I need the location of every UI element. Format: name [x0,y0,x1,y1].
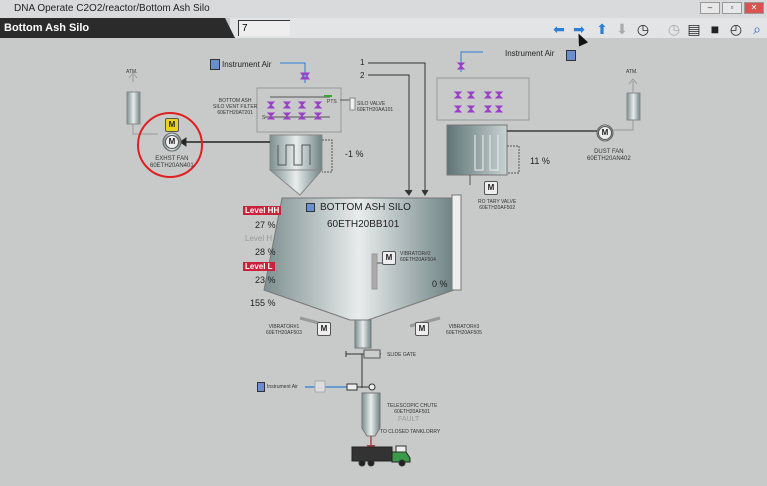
pts-label: PTS [327,99,337,105]
camera-icon[interactable]: ■ [710,21,720,37]
exhaust-fan-motor[interactable]: M [165,135,179,149]
page-number-input[interactable] [238,20,290,36]
up-arrow-icon[interactable]: ⬆ [596,21,608,37]
vibrator3-motor[interactable]: M [415,322,429,336]
instrument-air-icon[interactable] [210,59,220,70]
level-l-alarm: Level L [243,262,275,271]
level-h-label: Level H [245,234,273,243]
dust-fan-motor[interactable]: M [598,126,612,140]
window-title: DNA Operate C2O2/reactor/Bottom Ash Silo [0,0,767,18]
process-diagram [126,51,641,467]
minimize-button[interactable]: – [700,2,720,14]
atm-left-label: ATM. [126,69,138,75]
dust-filter-dp-value: 11 % [530,156,550,166]
forward-arrow-icon[interactable]: ➡ [573,21,585,37]
vibrator1-motor[interactable]: M [317,322,331,336]
vibrator2-motor[interactable]: M [382,251,396,265]
down-arrow-icon[interactable]: ⬇ [616,21,628,37]
s-label: S [262,115,266,121]
level-h-value: 28 % [255,247,276,257]
header-bar [230,18,767,38]
maximize-button[interactable]: ▫ [722,2,742,14]
silo-faceplate-icon[interactable] [306,203,315,212]
search-icon[interactable]: ⌕ [753,21,761,37]
atm-right-label: ATM. [626,69,638,75]
rotary-valve-motor[interactable]: M [484,181,498,195]
silo-name: BOTTOM ASH SILO [320,202,411,213]
instrument-air-right-label: Instrument Air [505,49,555,58]
extra-value: 155 % [250,298,276,308]
alarm-clock-icon[interactable]: ◴ [729,21,743,37]
instrument-air-right-icon[interactable] [566,50,576,61]
level-hh-value: 27 % [255,220,276,230]
exhaust-fan-motor-flag: M [165,118,179,132]
instrument-air-bottom-label: Instrument Air [267,384,298,390]
line-1-label: 1 [360,58,365,67]
printer-icon[interactable]: ▤ [687,21,701,37]
vent-filter-dp-value: -1 % [345,149,364,159]
level-l-value: 23 % [255,275,276,285]
slide-gate-label[interactable]: SLIDE GATE [387,352,417,358]
clock-disabled-icon[interactable]: ◷ [667,21,681,37]
chute-destination-label: TO CLOSED TANKLORRY [380,429,441,435]
instrument-air-label: Instrument Air [222,60,272,69]
silo-level-value: 0 % [432,279,448,289]
instrument-air-bottom-icon[interactable] [257,382,265,392]
close-button[interactable]: ✕ [744,2,764,14]
silo-tag: 60ETH20BB101 [327,219,400,230]
back-arrow-icon[interactable]: ⬅ [553,21,565,37]
line-2-label: 2 [360,71,365,80]
history-clock-icon[interactable]: ◷ [636,21,650,37]
level-hh-alarm: Level HH [243,206,282,215]
page-title: Bottom Ash Silo [0,18,235,38]
chute-fault-status: FAULT [398,416,420,423]
